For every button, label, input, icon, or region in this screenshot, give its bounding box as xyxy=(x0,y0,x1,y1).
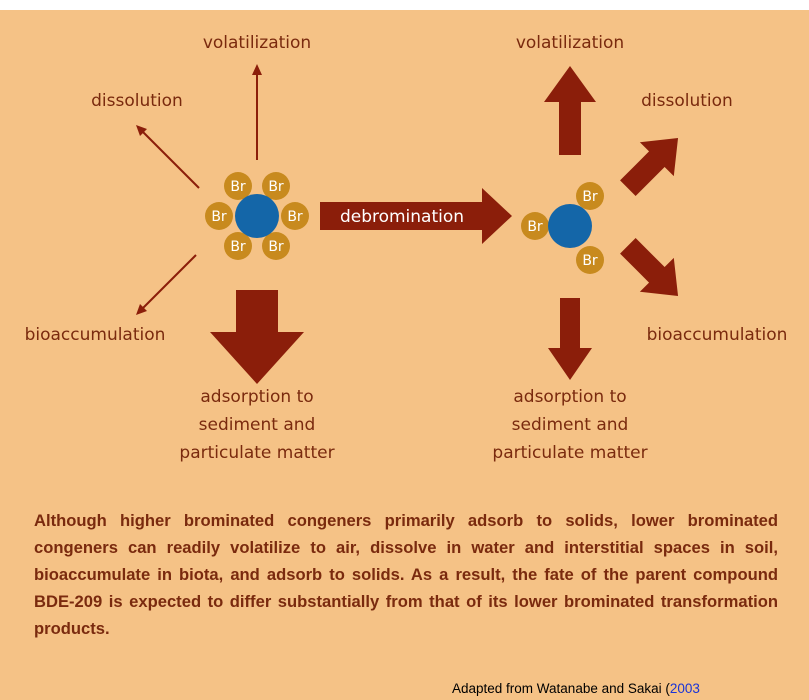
left-bromine-atom: Br xyxy=(224,172,252,200)
left-bromine-atom: Br xyxy=(224,232,252,260)
left-volatilization-label: volatilization xyxy=(203,33,311,53)
summary-paragraph: Although higher brominated congeners pri… xyxy=(34,511,778,638)
right-adsorption-label-line: sediment and xyxy=(512,415,629,435)
figure-panel: Br Br Br Br Br Br xyxy=(0,10,809,700)
left-molecule: Br Br Br Br Br Br xyxy=(25,33,335,463)
left-volatilization-arrow xyxy=(252,64,262,160)
debromination-arrow: debromination xyxy=(320,188,512,244)
left-adsorption-label-line: adsorption to xyxy=(200,387,313,407)
left-dissolution-arrow xyxy=(136,125,200,189)
left-bromine-atom: Br xyxy=(262,232,290,260)
right-bioaccumulation-label: bioaccumulation xyxy=(647,325,788,345)
left-dissolution-label: dissolution xyxy=(91,91,183,111)
left-adsorption-label-line: sediment and xyxy=(199,415,316,435)
svg-text:Br: Br xyxy=(268,239,284,255)
left-bromine-atom: Br xyxy=(205,202,233,230)
fate-diagram: Br Br Br Br Br Br xyxy=(25,33,788,463)
right-volatilization-label: volatilization xyxy=(516,33,624,53)
source-prefix: Adapted from Watanabe and Sakai ( xyxy=(452,681,670,696)
right-dissolution-label: dissolution xyxy=(641,91,733,111)
source-citation: Adapted from Watanabe and Sakai (2003 xyxy=(452,681,700,696)
left-bromine-atom: Br xyxy=(281,202,309,230)
svg-text:Br: Br xyxy=(527,219,543,235)
left-adsorption-label-line: particulate matter xyxy=(179,443,334,463)
right-adsorption-arrow xyxy=(548,298,592,380)
left-adsorption-arrow xyxy=(210,290,304,384)
left-bioaccumulation-label: bioaccumulation xyxy=(25,325,166,345)
left-molecule-core xyxy=(235,194,279,238)
left-bioaccumulation-arrow xyxy=(136,254,197,315)
right-adsorption-label-line: adsorption to xyxy=(513,387,626,407)
citation-link[interactable]: 2003 xyxy=(669,681,700,696)
right-molecule-core xyxy=(548,204,592,248)
right-adsorption-label-line: particulate matter xyxy=(492,443,647,463)
svg-text:Br: Br xyxy=(582,253,598,269)
right-molecule: Br Br Br volatilization dissolution bioa… xyxy=(492,33,787,463)
svg-text:Br: Br xyxy=(211,209,227,225)
svg-text:Br: Br xyxy=(268,179,284,195)
svg-text:Br: Br xyxy=(230,179,246,195)
right-bromine-atom: Br xyxy=(521,212,549,240)
svg-text:Br: Br xyxy=(230,239,246,255)
svg-text:Br: Br xyxy=(287,209,303,225)
right-volatilization-arrow xyxy=(544,66,596,155)
svg-text:Br: Br xyxy=(582,189,598,205)
right-dissolution-arrow xyxy=(620,137,679,196)
right-bromine-atom: Br xyxy=(576,246,604,274)
debromination-label: debromination xyxy=(340,207,464,227)
left-bromine-atom: Br xyxy=(262,172,290,200)
right-bioaccumulation-arrow xyxy=(620,238,679,297)
right-bromine-atom: Br xyxy=(576,182,604,210)
